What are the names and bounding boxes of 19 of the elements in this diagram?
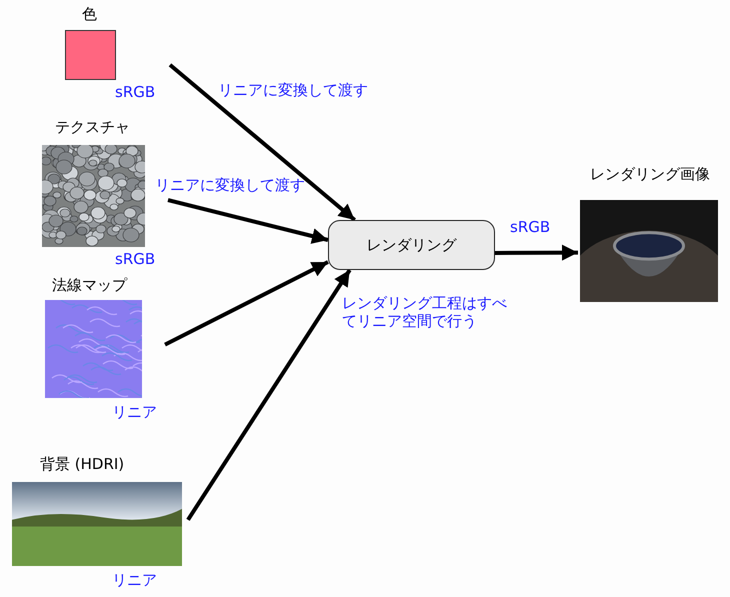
image-title: 色 bbox=[82, 5, 97, 23]
image-title: テクスチャ bbox=[55, 118, 130, 136]
edge-label: リニアに変換して渡す bbox=[218, 81, 368, 99]
image-title: レンダリング画像 bbox=[590, 165, 710, 183]
arrow bbox=[168, 63, 356, 222]
image-title: 背景 (HDRI) bbox=[40, 455, 124, 473]
process-box: レンダリング bbox=[328, 220, 495, 270]
arrow bbox=[168, 198, 328, 244]
arrow bbox=[186, 268, 352, 521]
arrow bbox=[164, 260, 329, 346]
color-space-label: sRGB bbox=[115, 250, 156, 268]
color-space-label: リニア bbox=[112, 403, 157, 421]
arrow bbox=[494, 244, 578, 261]
color-space-label: sRGB bbox=[115, 83, 156, 101]
image-title: 法線マップ bbox=[52, 276, 127, 294]
edge-label: sRGB bbox=[510, 218, 550, 236]
color-space-label: リニア bbox=[112, 571, 157, 589]
edge-label: リニアに変換して渡す bbox=[155, 176, 305, 194]
note-text: レンダリング工程はすべてリニア空間で行う bbox=[342, 294, 508, 330]
